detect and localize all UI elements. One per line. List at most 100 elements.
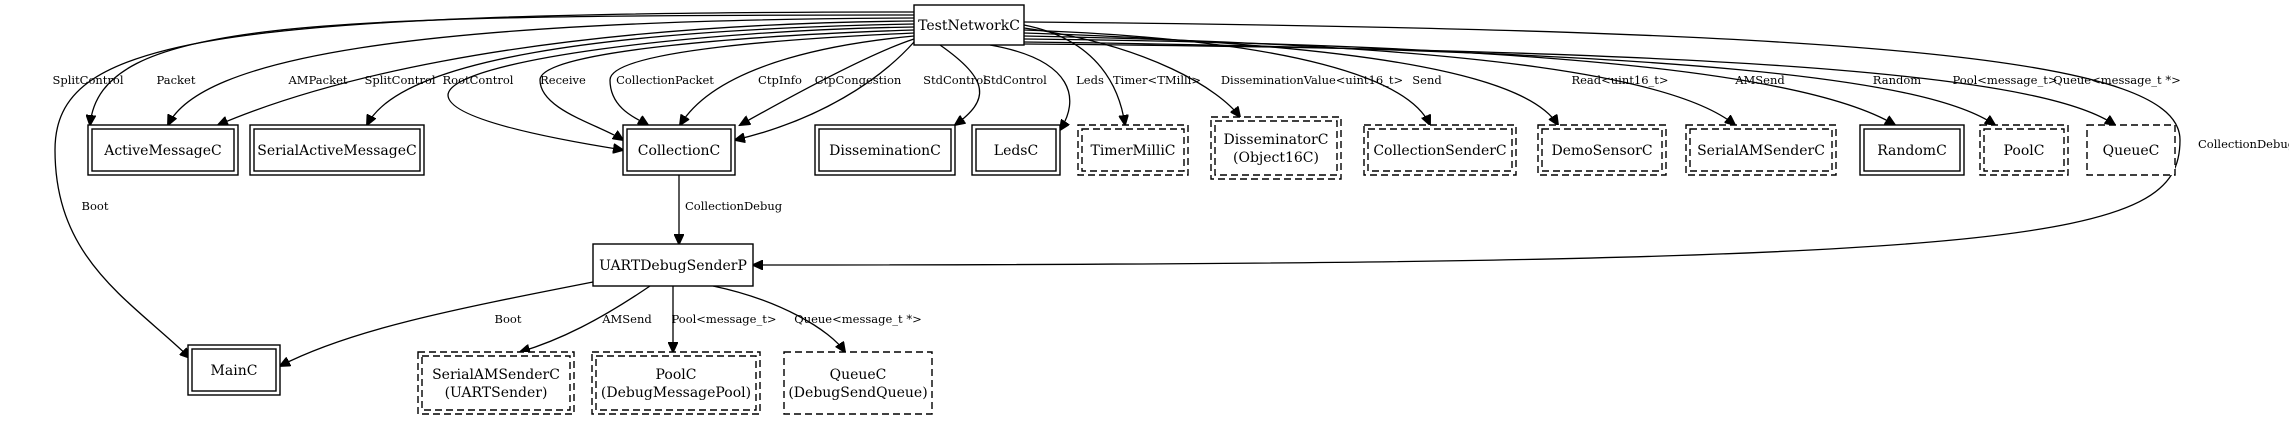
edge-line [54,11,915,358]
edge-test-network-c-to-uartdebug-sender-p: CollectionDebug [753,21,2289,265]
edge-label: AMPacket [288,73,348,87]
node-collection-sender-c[interactable]: CollectionSenderC [1363,124,1517,176]
node-border [2086,124,2176,176]
node-serial-active-message-c[interactable]: SerialActiveMessageC [249,124,425,176]
edge-test-network-c-to-collection-c: CtpInfo [680,35,915,125]
edge-label: DisseminationValue<uint16_t> [1221,73,1403,87]
node-inner-border [1214,120,1338,176]
edge-label: CtpInfo [758,73,802,87]
node-inner-border [1367,128,1513,172]
edge-test-network-c-to-dissemination-c: StdControl [939,44,1047,125]
edge-line [989,44,1071,130]
edge-line [735,41,915,140]
edge-line [1023,38,1895,125]
node-inner-border [91,128,235,172]
node-inner-border [1689,128,1833,172]
node-label: CollectionSenderC [1373,143,1506,159]
edge-label: CtpCongestion [815,73,902,87]
node-active-message-c[interactable]: ActiveMessageC [87,124,239,176]
edge-test-network-c-to-collection-c: StdControl [735,41,987,140]
edge-test-network-c-to-collection-c: RootControl [443,26,915,150]
node-label: DemoSensorC [1551,143,1652,159]
edge-test-network-c-to-leds-c: Leds [989,44,1104,130]
node-label: RandomC [1877,143,1947,159]
edge-label: SplitControl [364,73,435,87]
edge-line [218,20,915,125]
edge-uartdebug-sender-p-to-debug-send-queue: Queue<message_t *> [712,285,922,352]
edge-label: Packet [157,73,196,87]
node-label: SerialAMSenderC [432,367,560,383]
node-label: DisseminationC [829,143,941,159]
node-demo-sensor-c[interactable]: DemoSensorC [1537,124,1667,176]
node-main-c[interactable]: MainC [187,344,281,396]
node-inner-border [595,355,757,411]
edge-label: StdControl [923,73,987,87]
node-debug-message-pool[interactable]: PoolC (DebugMessagePool) [591,351,761,415]
edge-label: CollectionDebug [2198,137,2289,151]
node-debug-send-queue[interactable]: QueueC(DebugSendQueue) [783,351,933,415]
node-inner-border [626,128,732,172]
edge-label: Receive [540,73,586,87]
node-leds-c[interactable]: LedsC [971,124,1061,176]
node-label: (Object16C) [1233,150,1319,166]
edge-test-network-c-to-main-c: Boot [54,11,915,358]
node-queue-c[interactable]: QueueC [2086,124,2176,176]
edge-label: Pool<message_t> [672,312,777,326]
node-label: PoolC [656,367,697,383]
node-label: QueueC [2103,143,2160,159]
edge-test-network-c-to-serial-active-message-c: SplitControl [364,23,915,125]
edge-line [520,285,651,352]
node-label: (UARTSender) [445,385,548,401]
edge-test-network-c-to-collection-c: Receive [539,29,915,140]
edge-test-network-c-to-queue-c: Queue<message_t *> [1023,43,2181,125]
edge-label: Timer<TMilli> [1113,73,1201,87]
edge-label: Queue<message_t *> [2053,73,2180,87]
edge-label: Boot [82,199,109,213]
edge-uartdebug-sender-p-to-main-c: Boot [280,281,594,366]
edge-line [939,44,981,125]
edge-test-network-c-to-collection-sender-c: Send [1023,29,1442,125]
node-label: TestNetworkC [918,18,1020,34]
node-dissemination-c[interactable]: DisseminationC [814,124,956,176]
node-label: MainC [211,363,258,379]
node-serial-amsender-c[interactable]: SerialAMSenderC [1685,124,1837,176]
node-inner-border [421,355,571,411]
node-pool-c[interactable]: PoolC [1979,124,2069,176]
node-inner-border [191,348,277,392]
edge-test-network-c-to-active-message-c: Packet [157,17,915,125]
edge-line [753,21,2181,265]
node-label: TimerMilliC [1090,143,1175,159]
node-label: (DebugSendQueue) [788,385,927,401]
edge-label: Boot [495,312,522,326]
edge-label: Pool<message_t> [1953,73,2058,87]
edge-test-network-c-to-active-message-c: SplitControl [52,14,915,125]
node-random-c[interactable]: RandomC [1859,124,1965,176]
node-label: SerialActiveMessageC [257,143,416,159]
node-uartsender[interactable]: SerialAMSenderC (UARTSender) [417,351,575,415]
edge-test-network-c-to-serial-amsender-c: AMSend [1023,35,1785,125]
node-uartdebug-sender-p[interactable]: UARTDebugSenderP [592,243,754,287]
node-inner-border [818,128,952,172]
node-label: (DebugMessagePool) [601,385,751,401]
node-inner-border [1983,128,2065,172]
node-collection-c[interactable]: CollectionC [622,124,736,176]
node-label: ActiveMessageC [103,143,222,159]
edge-label: AMSend [1734,73,1785,87]
node-border [783,351,933,415]
edge-line [168,17,915,125]
edge-label: Queue<message_t *> [794,312,921,326]
node-inner-border [1081,128,1185,172]
node-border [592,243,754,287]
node-border [913,4,1025,46]
node-inner-border [1863,128,1961,172]
node-timer-milli-c[interactable]: TimerMilliC [1077,124,1189,176]
edge-line [1023,35,1735,125]
edge-line [539,29,915,140]
edge-line [609,32,915,125]
edge-line [90,14,915,125]
node-disseminator-c[interactable]: DisseminatorC(Object16C) [1210,116,1342,180]
node-test-network-c[interactable]: TestNetworkC [913,4,1025,46]
node-label: PoolC [2004,143,2045,159]
